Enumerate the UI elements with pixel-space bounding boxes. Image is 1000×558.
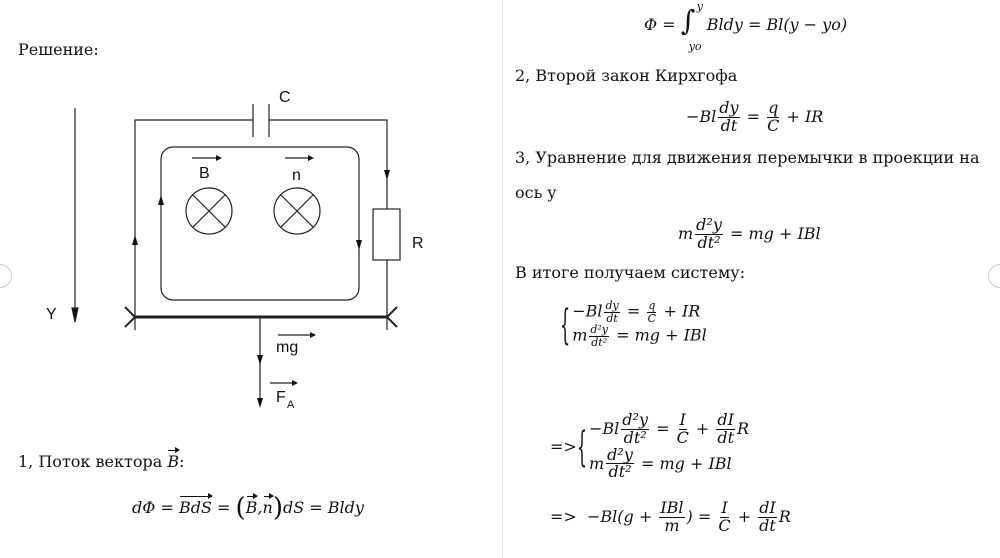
num2: I (720, 498, 729, 518)
r1-num: dy (604, 299, 620, 313)
circuit-diagram: C R Y B n mg F A (46, 89, 424, 411)
r1-eq: = (621, 301, 646, 321)
r1-num2: I (678, 410, 687, 430)
r2-den: dt² (591, 335, 608, 349)
r2-rest: = mg + IBl (611, 325, 707, 345)
gravity-label: mg (276, 339, 298, 356)
num3: dI (758, 498, 777, 518)
item1-colon: : (179, 452, 185, 471)
r1-rest: + IR (658, 301, 701, 321)
r2-lhs: m (572, 325, 588, 345)
den2: C (718, 515, 731, 535)
r1-den2: C (647, 311, 657, 325)
n-field-cross-icon (273, 187, 321, 235)
ampere-force-subscript: A (287, 399, 295, 411)
r1-den: dt² (623, 427, 647, 447)
r1-den2: C (676, 427, 689, 447)
close: ) = (686, 506, 717, 526)
upper: y (696, 0, 703, 13)
rest: = mg + IBl (724, 223, 821, 243)
paren-open: ( (235, 493, 246, 523)
page-divider (502, 0, 503, 558)
arrow: => (550, 437, 577, 457)
r2-den: dt² (608, 462, 632, 482)
outer-circuit (134, 119, 388, 330)
bds: BdS (178, 493, 213, 517)
integral-equation: Φ = ∫y yo Bldy = Bl(y − yo) (644, 0, 848, 53)
arrow: => (550, 506, 587, 526)
current-loop (160, 146, 360, 301)
r1-lhs: −Bl (589, 418, 620, 438)
r1-rest: R (736, 418, 749, 438)
r1-num: d²y (621, 410, 649, 430)
eq1: = (211, 498, 236, 517)
eq: = (741, 106, 766, 126)
plus: + (732, 506, 757, 526)
item1-label: 1, Поток вектора (18, 452, 168, 471)
resistor (372, 208, 401, 261)
den1: dt (720, 115, 738, 135)
num1: IBl (659, 498, 685, 518)
den: dt² (697, 232, 721, 252)
solution-label: Решение: (18, 40, 99, 59)
den1: m (664, 515, 680, 535)
item1-vec: B (167, 447, 180, 471)
resistor-label: R (412, 235, 424, 252)
item3-label-line1: 3, Уравнение для движения перемычки в пр… (515, 148, 980, 167)
result-label: В итоге получаем систему: (515, 263, 746, 282)
item2-label: 2, Второй закон Кирхгофа (515, 66, 738, 85)
den3: dt (759, 515, 776, 535)
r1-plus: + (690, 418, 715, 438)
int: ∫ (680, 4, 696, 37)
n: n (262, 493, 275, 517)
b-vector-label: B (199, 165, 210, 182)
y-axis-label: Y (46, 306, 57, 323)
ampere-force-label: F (276, 389, 286, 406)
lhs: Φ = (644, 15, 681, 34)
capacitor-label: C (279, 89, 291, 106)
n-vector-label: n (292, 167, 301, 184)
r1-den3: dt (717, 427, 734, 447)
num: d²y (695, 215, 723, 235)
r1-lhs: −Bl (572, 301, 603, 321)
lhs: −Bl(g + (586, 506, 658, 526)
r2-num: d²y (589, 323, 610, 337)
r1-eq: = (650, 418, 675, 438)
den2: C (767, 115, 780, 135)
r1-num3: dI (716, 410, 735, 430)
comma: , (257, 498, 263, 517)
flux-equation: dΦ = BdS = (B,n)dS = Bldy (132, 493, 364, 523)
num2: q (767, 98, 780, 118)
lhs: −Bl (686, 106, 717, 126)
paren-close: ) (272, 493, 283, 523)
rest: Bldy = Bl(y − yo) (706, 15, 848, 34)
rest: dS = Bldy (282, 498, 364, 517)
rest: + IR (781, 106, 824, 126)
r1-den: dt (606, 311, 618, 325)
r2-rest: = mg + IBl (635, 453, 732, 473)
next-page-button[interactable] (988, 264, 1000, 288)
item3-label-line2: ось y (515, 183, 557, 202)
lhs: m (678, 223, 694, 243)
item1-label: 1, Поток вектора B: (18, 447, 185, 471)
b: B (245, 493, 259, 517)
b-field-cross-icon (185, 187, 233, 235)
lhs: dΦ = (132, 498, 179, 517)
num1: dy (718, 98, 740, 118)
r1-num2: q (647, 299, 657, 313)
lower: yo (688, 40, 702, 53)
r2-num: d²y (606, 444, 634, 465)
rest: R (778, 506, 791, 526)
r2-lhs: m (589, 453, 605, 473)
